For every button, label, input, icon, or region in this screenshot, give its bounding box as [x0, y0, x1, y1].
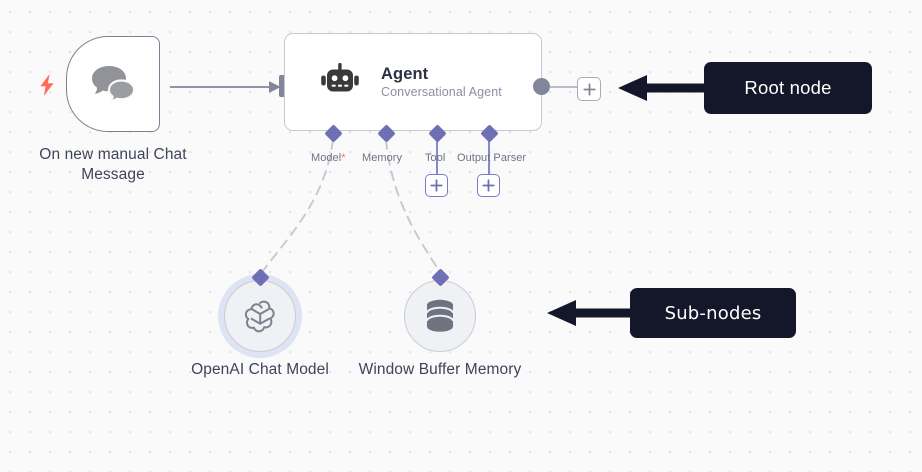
plus-icon: [430, 179, 443, 192]
node-window-buffer-memory[interactable]: [404, 280, 476, 352]
add-tool-button[interactable]: [425, 174, 448, 197]
database-icon: [426, 299, 454, 332]
agent-port-label-output-parser: Output Parser: [457, 152, 527, 164]
arrow-left-icon: [618, 75, 712, 101]
arrow-left-icon: [547, 300, 641, 326]
agent-text-block: Agent Conversational Agent: [381, 65, 502, 99]
agent-port-label-memory: Memory: [362, 152, 403, 164]
add-output-parser-button[interactable]: [477, 174, 500, 197]
plus-icon: [482, 179, 495, 192]
node-openai-chat-model[interactable]: [218, 274, 302, 358]
add-next-node-button[interactable]: [577, 77, 601, 101]
agent-subtitle: Conversational Agent: [381, 85, 502, 99]
callout-sub-nodes: Sub-nodes: [630, 288, 796, 338]
robot-icon: [321, 63, 359, 92]
node-on-new-manual-chat-message[interactable]: [66, 36, 160, 132]
lightning-bolt-icon: [40, 74, 54, 96]
callout-root-node-label: Root node: [744, 77, 832, 98]
agent-title: Agent: [381, 65, 429, 83]
required-asterisk-icon: *: [341, 152, 346, 164]
agent-input-port[interactable]: [279, 75, 288, 97]
agent-port-label-model-text: Model: [311, 152, 342, 164]
node-agent[interactable]: Agent Conversational Agent: [284, 33, 542, 131]
agent-port-label-tool: Tool: [425, 152, 446, 164]
agent-port-label-model: Model*: [311, 152, 346, 164]
node-label-window-buffer-memory: Window Buffer Memory: [358, 361, 522, 378]
openai-node-circle: [224, 280, 296, 352]
callout-sub-nodes-label: Sub-nodes: [664, 302, 762, 324]
chat-bubbles-icon: [92, 66, 136, 103]
plus-icon: [582, 82, 596, 96]
agent-output-port[interactable]: [533, 78, 550, 95]
node-label-openai-chat-model: OpenAI Chat Model: [191, 361, 329, 378]
openai-logo-icon: [244, 300, 275, 333]
node-label-trigger: On new manual Chat Message: [39, 146, 187, 183]
callout-root-node: Root node: [704, 62, 872, 114]
